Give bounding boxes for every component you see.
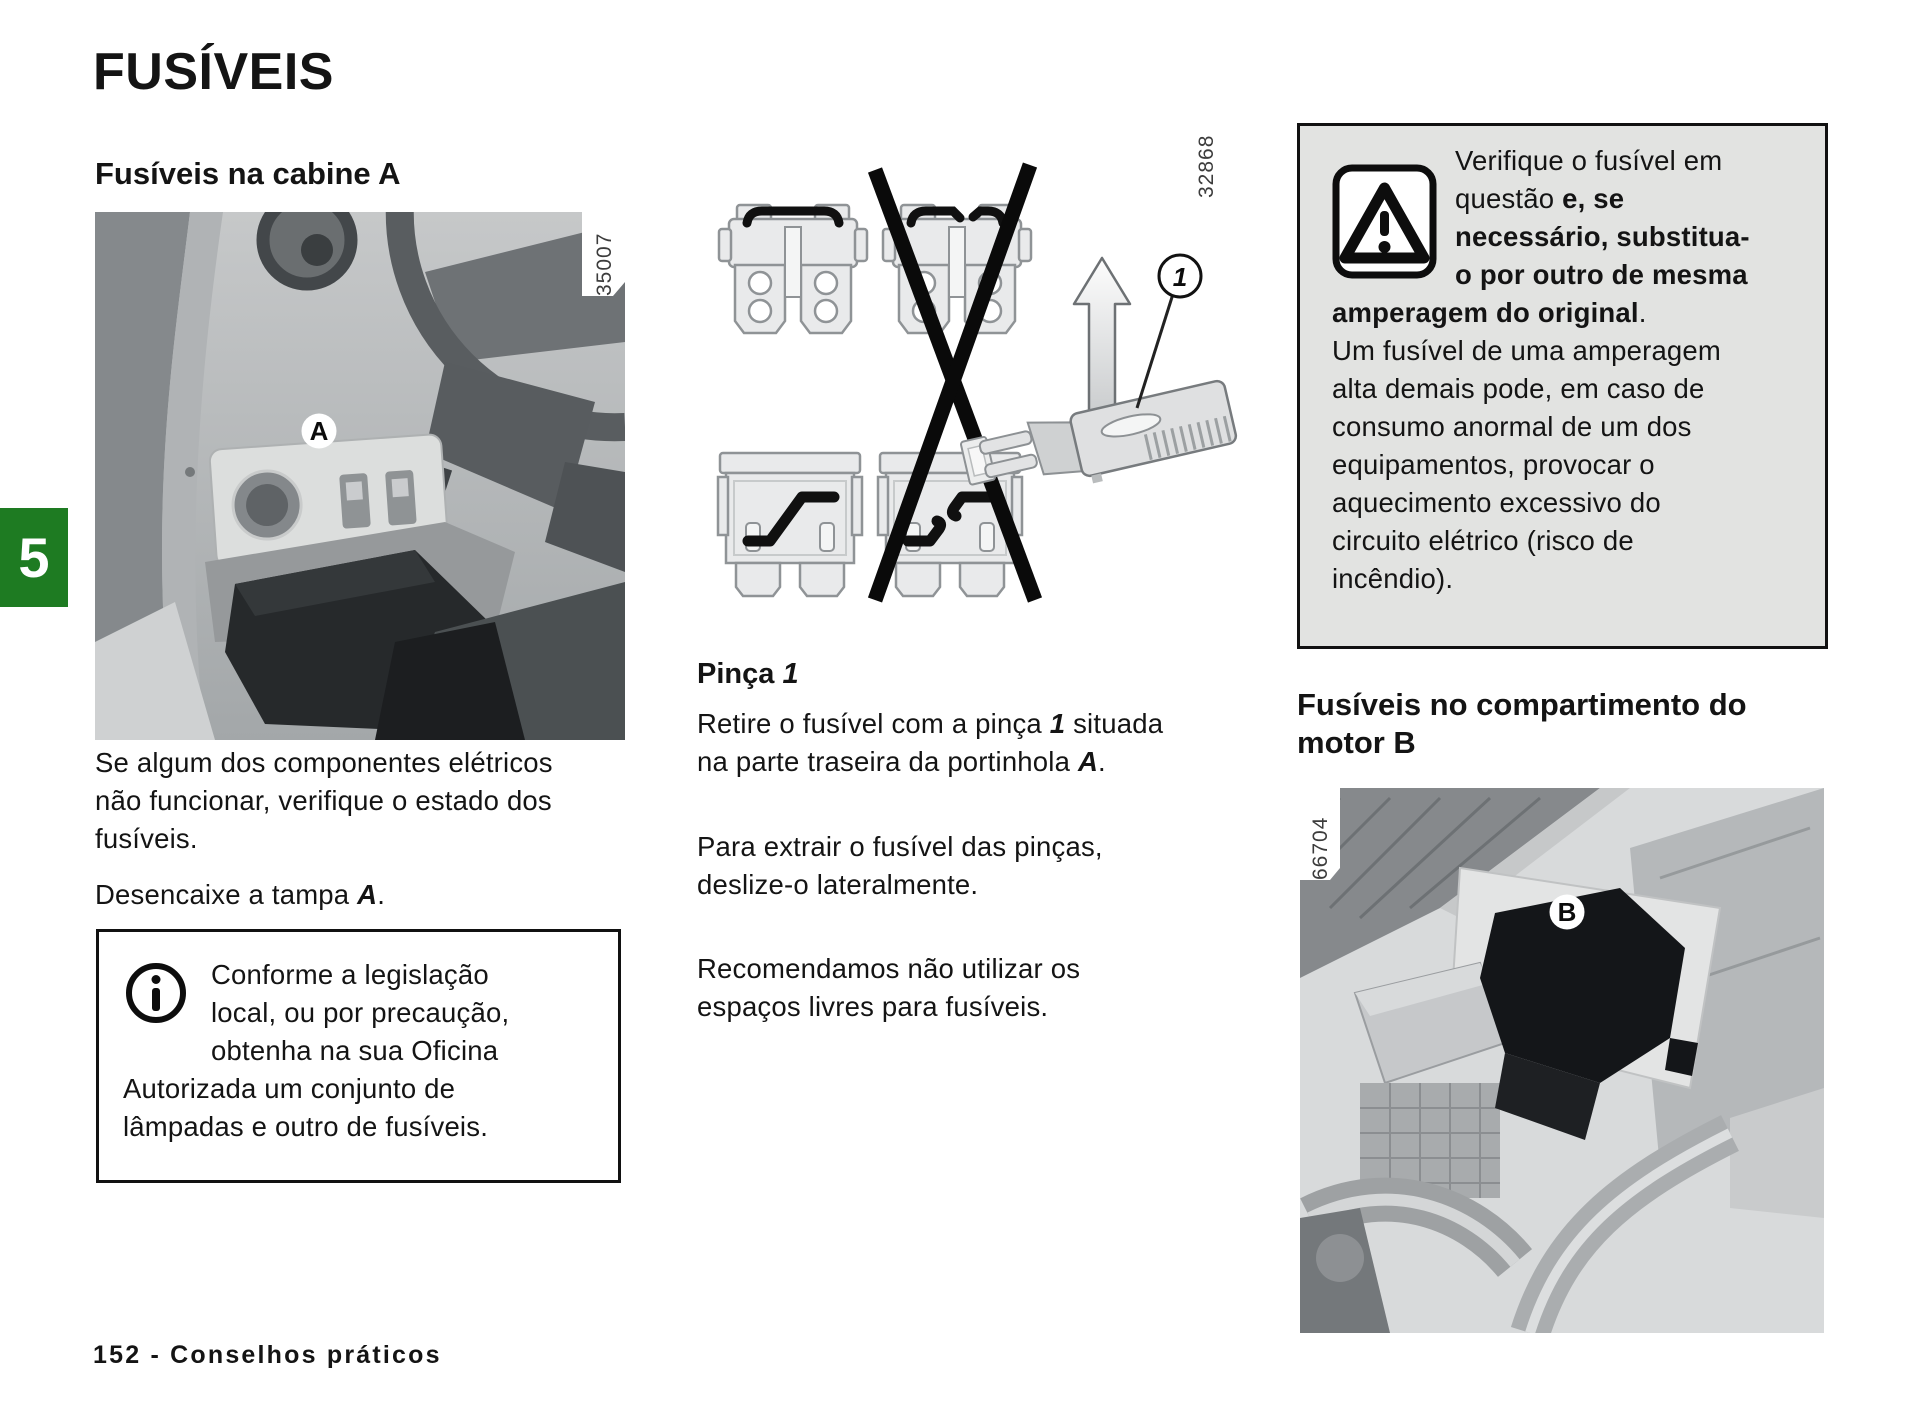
m-para1-num: 1 xyxy=(1049,708,1066,739)
warning-box: Verifique o fusível em questão e, se nec… xyxy=(1297,123,1828,649)
steering-column xyxy=(425,362,595,512)
filament-broken-right xyxy=(968,206,1008,228)
headlight-knob-inner xyxy=(246,484,289,527)
filament-z-broken-bottom xyxy=(902,515,947,547)
photo-code: 66704 xyxy=(1309,817,1332,880)
marker-b-badge xyxy=(1549,894,1585,930)
info-note-text: Conforme a legislação local, ou por prec… xyxy=(123,959,510,1142)
tweezers-heading: Pinça 1 xyxy=(697,658,799,691)
filament-broken-left xyxy=(906,206,965,228)
cabin-para2-pre: Desencaixe a tampa xyxy=(95,879,358,910)
tweezers-heading-pre: Pinça xyxy=(697,658,783,690)
warning-seg1: Verifique o fusível em questão xyxy=(1455,145,1723,214)
dash-vent-inner xyxy=(301,234,333,266)
column-lower xyxy=(375,622,525,740)
rocker-switch-slot xyxy=(391,478,409,498)
cabin-paragraph-check: Se algum dos componentes elétricos não f… xyxy=(95,747,553,854)
marker-b-label: B xyxy=(1558,897,1577,927)
marker-a-label: A xyxy=(310,416,329,446)
battery-top xyxy=(1355,963,1490,1016)
tweezer-nub xyxy=(1091,473,1103,484)
section-tab-number: 5 xyxy=(18,526,50,589)
fuse-box-tab xyxy=(1665,1038,1698,1076)
fuse-box-flap xyxy=(1495,1053,1600,1140)
cross-out-mark xyxy=(867,162,1043,603)
panel-seam xyxy=(1659,826,1811,880)
fuse-intact-mini xyxy=(717,203,869,335)
section-heading-cabin: Fusíveis na cabine A xyxy=(95,156,401,191)
rocker-switch xyxy=(339,473,371,529)
tweezer-body xyxy=(1069,379,1238,478)
section-heading-engine: Fusíveis no compartimento do motor B xyxy=(1297,687,1747,760)
page-title: FUSÍVEIS xyxy=(93,43,334,101)
rocker-switch xyxy=(385,470,417,526)
fender-lower xyxy=(1730,1088,1824,1218)
code-notch xyxy=(1300,788,1340,880)
hose-clamp xyxy=(1316,1234,1364,1282)
duct-tube-highlight xyxy=(1525,1128,1733,1333)
tweezers-paragraph-recommend: Recomendamos não utilizar os espaços liv… xyxy=(697,953,1081,1022)
cabin-paragraph-cover: Desencaixe a tampa A. xyxy=(95,876,635,914)
dashboard-photo: A 35007 xyxy=(95,212,625,740)
diagram-code: 32868 xyxy=(1195,135,1218,198)
engine-photo: B 66704 xyxy=(1300,788,1824,1333)
callout-1-label: 1 xyxy=(1173,262,1187,292)
callout-1-badge xyxy=(1157,253,1203,299)
photo-code: 35007 xyxy=(593,233,616,296)
tweezer-prong xyxy=(978,430,1033,455)
warning-seg2: e, se necessário, substitua- o por outro… xyxy=(1332,183,1750,328)
tweezers-paragraph-remove: Retire o fusível com a pinça 1 situada n… xyxy=(697,705,1237,781)
m-para1-seg2: situada na parte traseira da portinhola xyxy=(697,708,1164,777)
tweezer-prong xyxy=(984,453,1038,479)
hood-edge xyxy=(1300,788,1600,978)
tweezers-illustration xyxy=(960,379,1238,486)
tweezer-slot xyxy=(1100,413,1162,438)
m-para1-seg3: . xyxy=(1098,746,1106,777)
sill-highlight xyxy=(95,602,215,740)
tweezers-heading-num: 1 xyxy=(782,658,799,690)
door-pillar xyxy=(95,212,190,740)
filament-z-broken-top xyxy=(946,491,1000,522)
screw xyxy=(185,467,195,477)
intake-hose-highlight xyxy=(1307,1193,1520,1267)
code-notch xyxy=(582,212,625,296)
marker-a-badge xyxy=(301,413,337,449)
fuse-intact-blade xyxy=(716,451,864,598)
info-icon xyxy=(123,960,189,1026)
fuse-diagram: 1 32868 xyxy=(716,135,1238,603)
page-footer: 152 - Conselhos práticos xyxy=(93,1341,442,1369)
callout-leader-line xyxy=(1135,293,1175,409)
cabin-para2-post: . xyxy=(377,879,386,910)
section-tab: 5 xyxy=(0,508,68,607)
m-para1-seg1: Retire o fusível com a pinça xyxy=(697,708,1050,739)
rocker-switch-slot xyxy=(345,481,363,501)
cabin-para2-marker: A xyxy=(357,879,378,910)
fuse-cover-facet xyxy=(235,550,435,616)
dash-top xyxy=(425,222,625,362)
warning-triangle-icon xyxy=(1332,164,1437,279)
tweezer-ridges xyxy=(1143,415,1232,461)
fuse-box-cover xyxy=(1480,888,1685,1083)
warning-text: Verifique o fusível em questão e, se nec… xyxy=(1332,142,1803,598)
filament-intact xyxy=(742,206,844,228)
tweezers-paragraph-slide: Para extrair o fusível das pinças, desli… xyxy=(697,831,1103,900)
m-para1-marker: A xyxy=(1077,746,1099,777)
airbox-grid xyxy=(1360,1083,1500,1198)
info-note-box: Conforme a legislação local, ou por prec… xyxy=(96,929,621,1183)
warning-seg3: . Um fusível de uma amperagem alta demai… xyxy=(1332,297,1722,594)
wheel-spoke xyxy=(545,462,625,572)
filament-z-intact xyxy=(742,491,840,547)
